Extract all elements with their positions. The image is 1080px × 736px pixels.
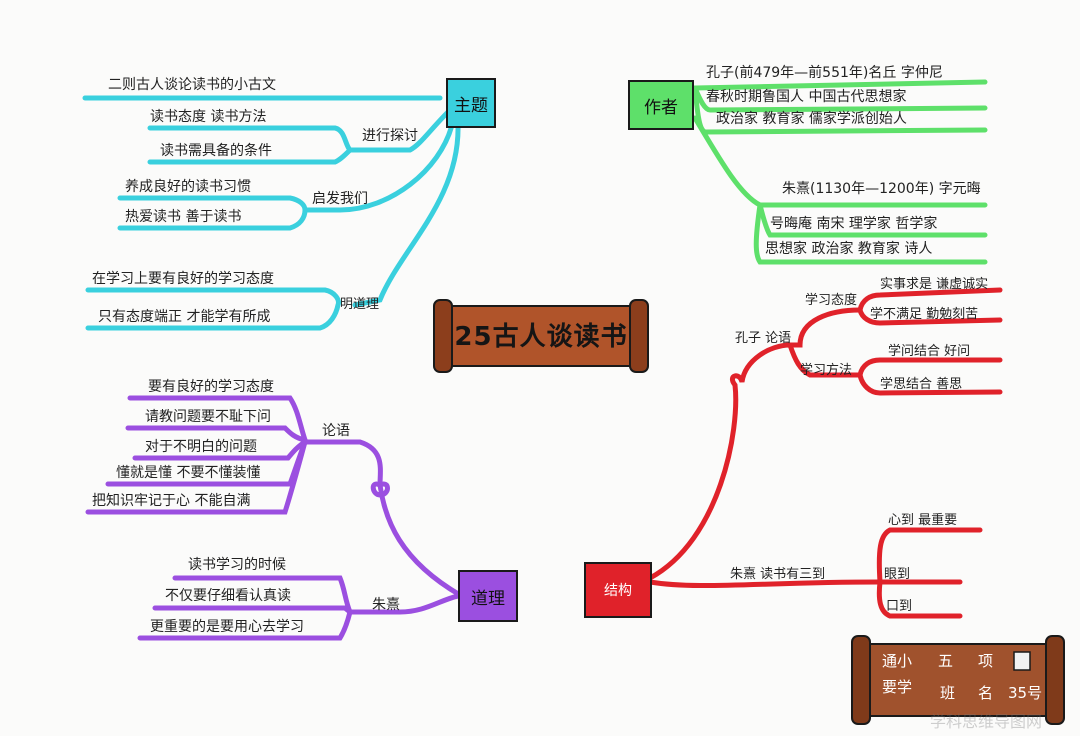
theme-label: 主题 <box>454 95 488 116</box>
lunyu-label: 论语 <box>322 423 350 439</box>
author-label: 作者 <box>644 97 678 118</box>
understand-item: 只有态度端正 才能学有所成 <box>98 309 271 325</box>
zhuxi-structure-label: 朱熹 读书有三到 <box>730 567 826 582</box>
method-item: 学思结合 善思 <box>880 377 963 392</box>
reason-branch <box>85 395 463 641</box>
zhuxi-line: 思想家 政治家 教育家 诗人 <box>765 241 933 257</box>
stamp-line: 五 <box>938 652 954 670</box>
zhuxi-reason-item: 更重要的是要用心去学习 <box>150 619 304 635</box>
lunyu-item: 把知识牢记于心 不能自满 <box>92 493 251 509</box>
explore-label: 进行探讨 <box>362 128 418 144</box>
theme-branch <box>82 95 461 331</box>
attitude-item: 实事求是 谦虚诚实 <box>880 277 989 292</box>
lunyu-item: 懂就是懂 不要不懂装懂 <box>116 465 261 481</box>
stamp-line: 名 <box>978 684 994 702</box>
lunyu-item: 对于不明白的问题 <box>145 439 257 455</box>
structure-box: 结构 <box>584 562 652 618</box>
stamp-line: 要学 <box>882 678 913 696</box>
zhuxi-reason-label: 朱熹 <box>372 597 400 613</box>
explore-item: 读书态度 读书方法 <box>150 109 267 125</box>
attitude-label: 学习态度 <box>805 293 858 308</box>
title-scroll: 25古人谈读书 <box>430 292 652 378</box>
name-stamp: 通小 要学 五 班 项 名 35号 <box>848 630 1068 730</box>
inspire-label: 启发我们 <box>312 191 368 207</box>
theme-item: 二则古人谈论读书的小古文 <box>108 77 276 93</box>
stamp-line: 35号 <box>1008 684 1043 702</box>
scroll-icon <box>433 299 649 373</box>
zhuxi-reason-item: 读书学习的时候 <box>188 557 286 573</box>
inspire-item: 热爱读书 善于读书 <box>125 209 242 225</box>
confucius-line: 政治家 教育家 儒家学派创始人 <box>716 111 907 127</box>
zhuxi-line: 朱熹(1130年—1200年) 字元晦 <box>782 181 981 197</box>
understand-label: 明道理 <box>340 297 380 312</box>
stamp-line: 通小 <box>882 652 913 670</box>
method-label: 学习方法 <box>800 363 853 378</box>
inspire-item: 养成良好的读书习惯 <box>125 179 251 195</box>
zhuxi-reason-item: 不仅要仔细看认真读 <box>165 588 291 604</box>
lunyu-item: 要有良好的学习态度 <box>148 379 274 395</box>
zhuxi-structure-item: 口到 <box>886 599 913 614</box>
theme-box: 主题 <box>446 78 496 128</box>
page-title: 25古人谈读书 <box>454 322 628 352</box>
author-box: 作者 <box>628 80 694 130</box>
confucius-line: 孔子(前479年—前551年)名丘 字仲尼 <box>706 65 943 81</box>
explore-item: 读书需具备的条件 <box>160 143 272 159</box>
confucius-line: 春秋时期鲁国人 中国古代思想家 <box>706 89 907 105</box>
zhuxi-structure-item: 眼到 <box>884 567 911 582</box>
structure-branch <box>647 287 1003 619</box>
reason-label: 道理 <box>471 588 505 609</box>
stamp-scroll-icon <box>851 635 1065 725</box>
attitude-item: 学不满足 勤勉刻苦 <box>870 307 979 322</box>
kongzi-label: 孔子 论语 <box>735 331 792 346</box>
method-item: 学问结合 好问 <box>888 344 971 359</box>
structure-label: 结构 <box>604 583 632 599</box>
watermark: 学科思维导图网 <box>930 712 1043 731</box>
zhuxi-line: 号晦庵 南宋 理学家 哲学家 <box>770 216 938 232</box>
zhuxi-structure-item: 心到 最重要 <box>888 513 958 528</box>
understand-item: 在学习上要有良好的学习态度 <box>92 271 274 287</box>
stamp-line: 项 <box>978 652 994 670</box>
lunyu-item: 请教问题要不耻下问 <box>145 409 271 425</box>
stamp-line: 班 <box>940 684 956 702</box>
author-branch <box>692 79 988 265</box>
reason-box: 道理 <box>458 570 518 622</box>
